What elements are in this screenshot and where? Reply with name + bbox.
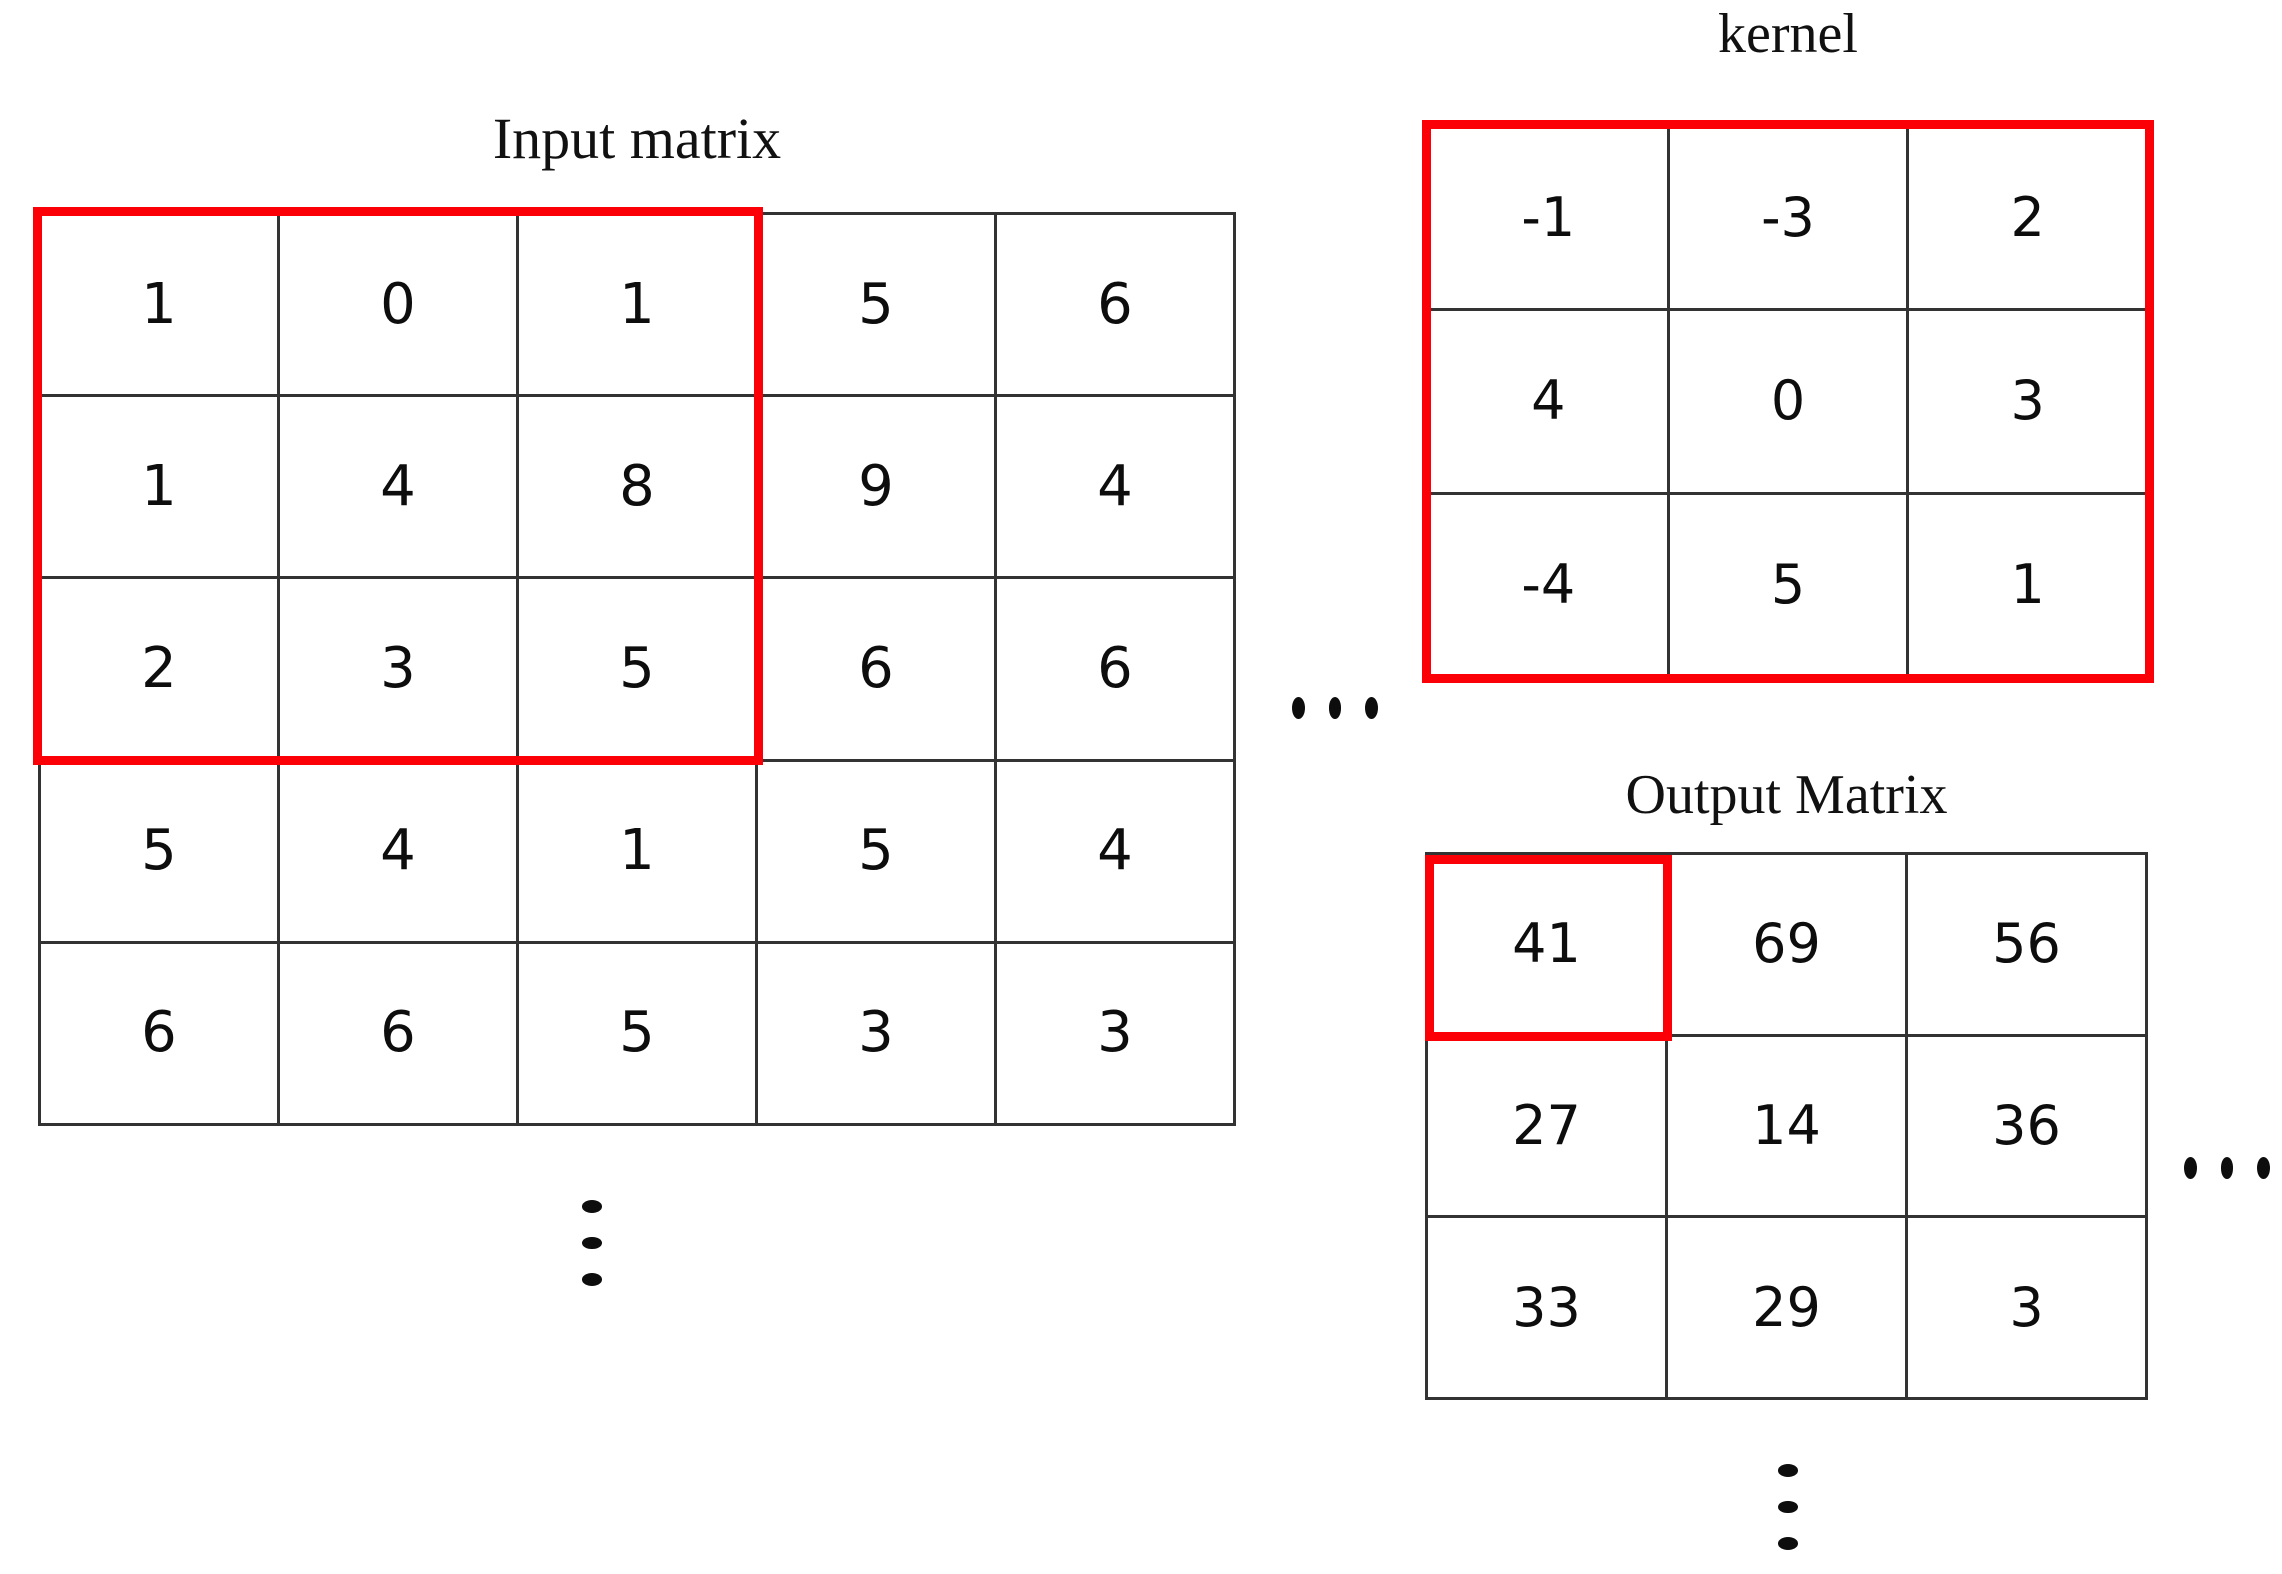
input-cell-r1c4: 4: [997, 397, 1233, 577]
dot: [1778, 1464, 1798, 1477]
input-cell-r2c3: 6: [758, 579, 994, 759]
input-matrix-caption: Input matrix: [492, 106, 782, 171]
kernel-cell-r1c0: 4: [1430, 311, 1667, 492]
output-cell-r1c2: 36: [1908, 1036, 2145, 1216]
input-cell-r1c1: 4: [280, 397, 516, 577]
input-cell-r1c3: 9: [758, 397, 994, 577]
input-cell-r1c0: 1: [41, 397, 277, 577]
dot: [582, 1236, 602, 1250]
kernel-cell-r0c0: -1: [1430, 128, 1667, 309]
dot: [2184, 1157, 2197, 1179]
dot: [1365, 697, 1379, 719]
dot: [582, 1200, 602, 1213]
input-cell-r0c4: 6: [997, 215, 1233, 395]
input-cell-r4c3: 3: [758, 943, 994, 1123]
input-cell-r2c0: 2: [41, 579, 277, 759]
dot: [2220, 1157, 2234, 1179]
input-cell-r1c2: 8: [519, 397, 755, 577]
input-cell-r4c4: 3: [997, 943, 1233, 1123]
input-cell-r2c1: 3: [280, 579, 516, 759]
vertical-ellipsis-icon-below-output-matrix: [1768, 1452, 1808, 1562]
output-matrix-caption: Output Matrix: [1625, 764, 1948, 826]
output-cell-r1c1: 14: [1668, 1036, 1905, 1216]
dot: [1328, 697, 1342, 719]
dot: [1778, 1500, 1798, 1514]
kernel-cell-r2c1: 5: [1669, 494, 1907, 675]
vertical-ellipsis-icon-below-input-matrix: [572, 1188, 612, 1298]
input-cell-r3c0: 5: [41, 761, 277, 941]
input-cell-r3c2: 1: [519, 761, 755, 941]
input-cell-r4c2: 5: [519, 943, 755, 1123]
input-cell-r4c1: 6: [280, 943, 516, 1123]
input-cell-r3c1: 4: [280, 761, 516, 941]
dot: [1292, 697, 1305, 719]
output-cell-r0c0: 41: [1428, 855, 1665, 1034]
horizontal-ellipsis-icon-right-of-output-matrix: [2172, 1148, 2282, 1188]
input-cell-r2c4: 6: [997, 579, 1233, 759]
input-matrix: 1 0 1 5 6 1 4 8 9 4 2 3 5 6 6 5 4 1 5 4 …: [38, 212, 1236, 1126]
output-cell-r2c1: 29: [1668, 1218, 1905, 1397]
kernel-cell-r0c2: 2: [1909, 128, 2146, 309]
kernel-matrix: -1 -3 2 4 0 3 -4 5 1: [1427, 125, 2149, 678]
dot: [2257, 1157, 2271, 1179]
input-cell-r2c2: 5: [519, 579, 755, 759]
output-cell-r1c0: 27: [1428, 1036, 1665, 1216]
output-matrix: 41 69 56 27 14 36 33 29 3: [1425, 852, 2148, 1400]
kernel-cell-r0c1: -3: [1669, 128, 1907, 309]
output-cell-r0c1: 69: [1668, 855, 1905, 1034]
input-cell-r0c3: 5: [758, 215, 994, 395]
kernel-cell-r2c2: 1: [1909, 494, 2146, 675]
input-cell-r0c1: 0: [280, 215, 516, 395]
input-cell-r0c2: 1: [519, 215, 755, 395]
output-cell-r2c2: 3: [1908, 1218, 2145, 1397]
dot: [1778, 1537, 1798, 1551]
input-cell-r3c3: 5: [758, 761, 994, 941]
output-cell-r0c2: 56: [1908, 855, 2145, 1034]
output-cell-r2c0: 33: [1428, 1218, 1665, 1397]
horizontal-ellipsis-icon-between-input-and-kernel: [1280, 688, 1390, 728]
input-cell-r0c0: 1: [41, 215, 277, 395]
input-cell-r4c0: 6: [41, 943, 277, 1123]
kernel-cell-r1c2: 3: [1909, 311, 2146, 492]
input-cell-r3c4: 4: [997, 761, 1233, 941]
kernel-caption: kernel: [1718, 3, 1858, 65]
kernel-cell-r2c0: -4: [1430, 494, 1667, 675]
kernel-cell-r1c1: 0: [1669, 311, 1907, 492]
dot: [582, 1273, 602, 1287]
